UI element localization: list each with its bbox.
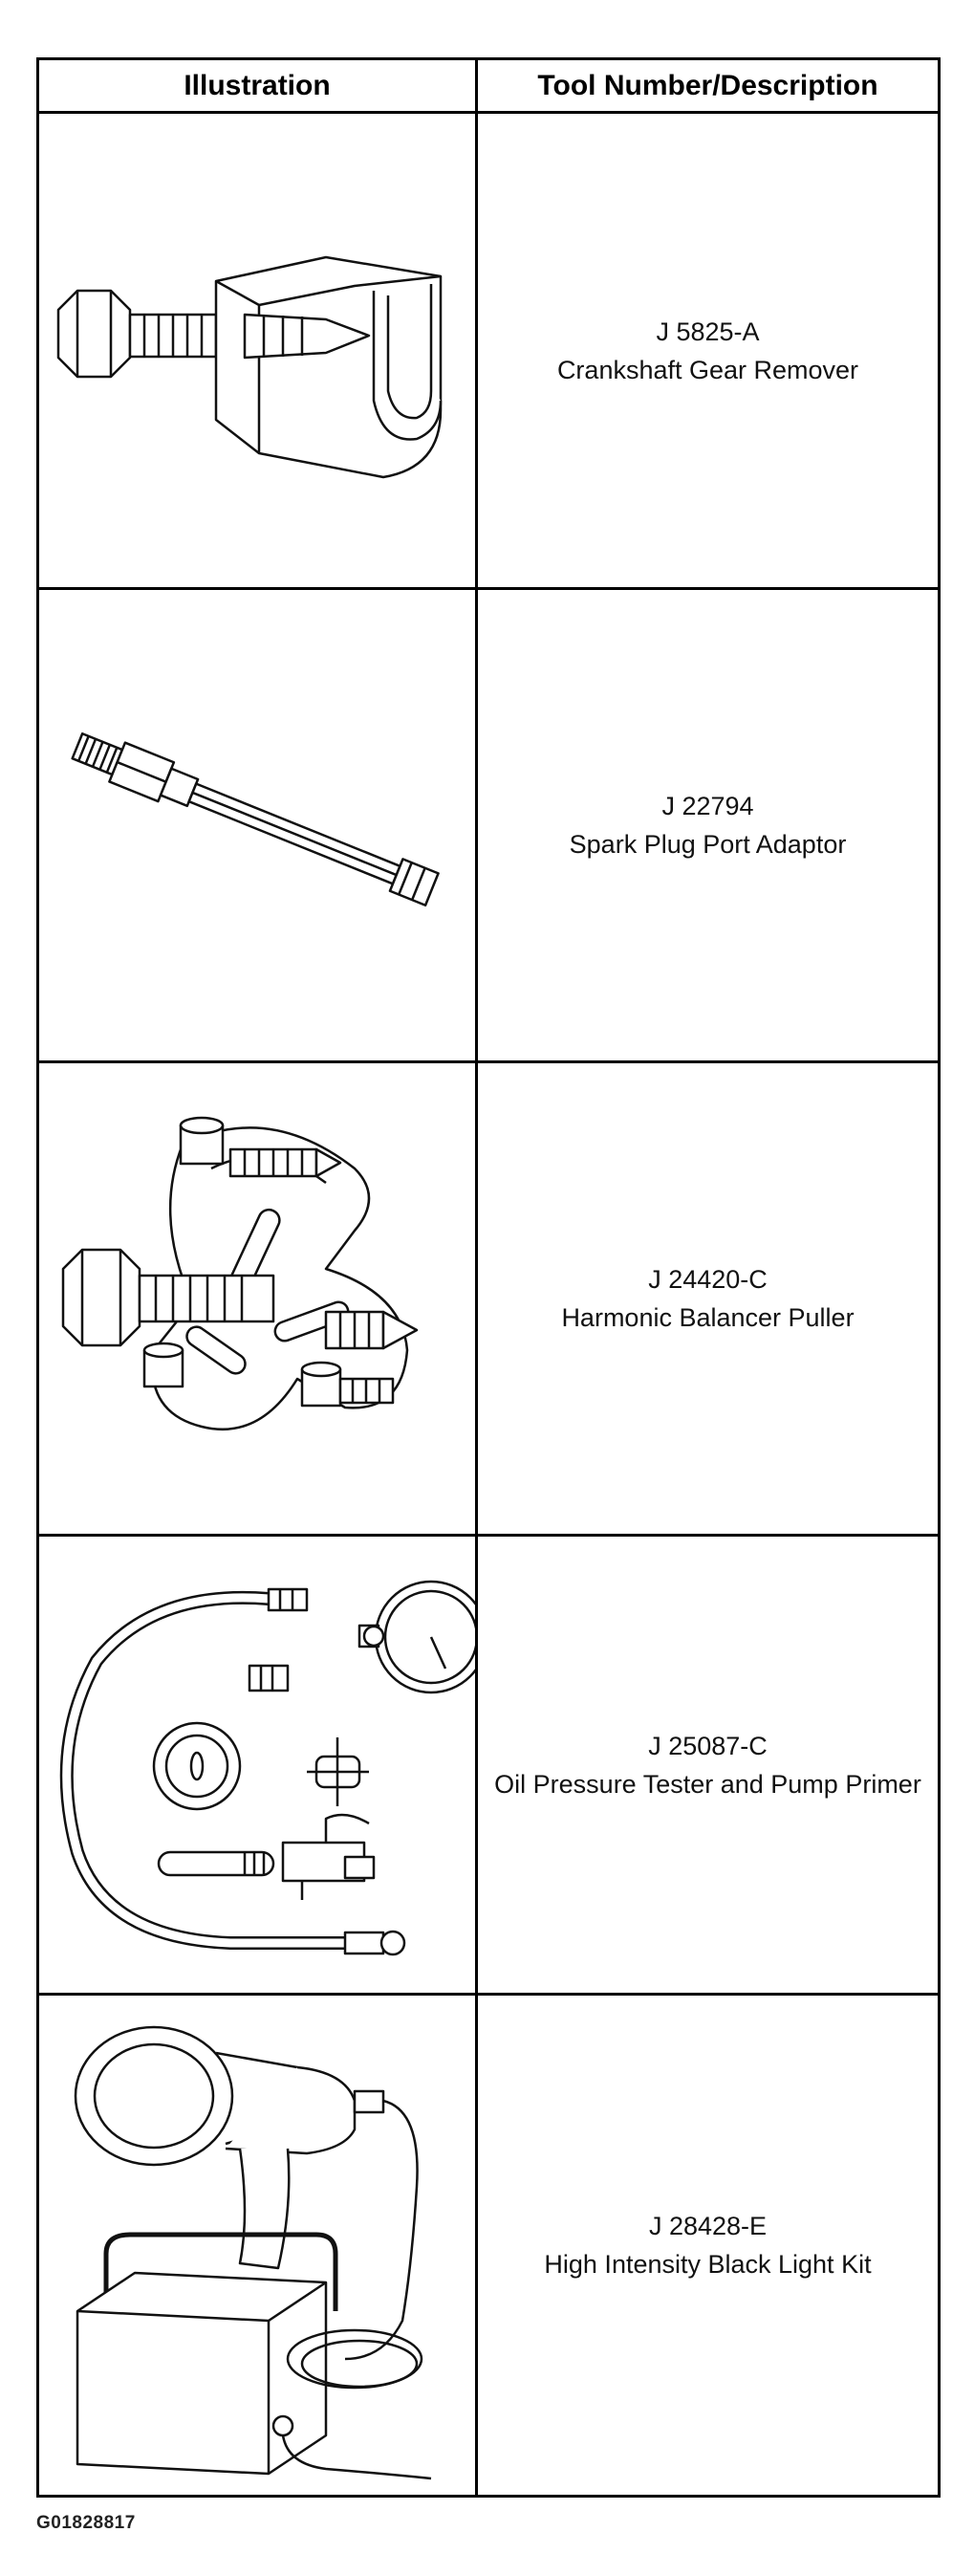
table-header: Illustration Tool Number/Description [39,60,938,114]
header-tool-description: Tool Number/Description [537,70,878,101]
tool-name: Crankshaft Gear Remover [556,355,859,384]
tool-number: J 22794 [661,792,754,820]
tool-description: J 24420-C Harmonic Balancer Puller [478,1063,938,1534]
column-divider [475,60,478,2495]
tool-number: J 24420-C [648,1265,768,1294]
tool-description: J 22794 Spark Plug Port Adaptor [478,590,938,1060]
table-row: J 28428-E High Intensity Black Light Kit [39,1996,938,2495]
figure-code: G01828817 [36,2513,136,2533]
oil-pressure-tester-icon [39,1537,475,1993]
table-row: J 24420-C Harmonic Balancer Puller [39,1063,938,1537]
spark-plug-port-adaptor-icon [39,590,475,1060]
table-row: J 22794 Spark Plug Port Adaptor [39,590,938,1063]
tool-number: J 28428-E [648,2212,768,2240]
harmonic-balancer-puller-icon [39,1063,475,1534]
table-row: J 25087-C Oil Pressure Tester and Pump P… [39,1537,938,1996]
crankshaft-gear-remover-icon [39,114,475,587]
header-illustration: Illustration [184,70,331,101]
tool-name: Harmonic Balancer Puller [561,1303,855,1332]
tool-description: J 28428-E High Intensity Black Light Kit [478,1996,938,2495]
tool-number: J 5825-A [656,317,760,346]
tool-name: Spark Plug Port Adaptor [569,830,847,859]
tool-name: High Intensity Black Light Kit [544,2250,872,2279]
tool-description: J 5825-A Crankshaft Gear Remover [478,114,938,587]
tool-table: Illustration Tool Number/Description [36,57,941,2498]
table-row: J 5825-A Crankshaft Gear Remover [39,114,938,590]
tool-name: Oil Pressure Tester and Pump Primer [494,1769,921,1799]
black-light-kit-icon [39,1996,475,2495]
tool-number: J 25087-C [648,1731,768,1760]
tool-description: J 25087-C Oil Pressure Tester and Pump P… [478,1537,938,1993]
